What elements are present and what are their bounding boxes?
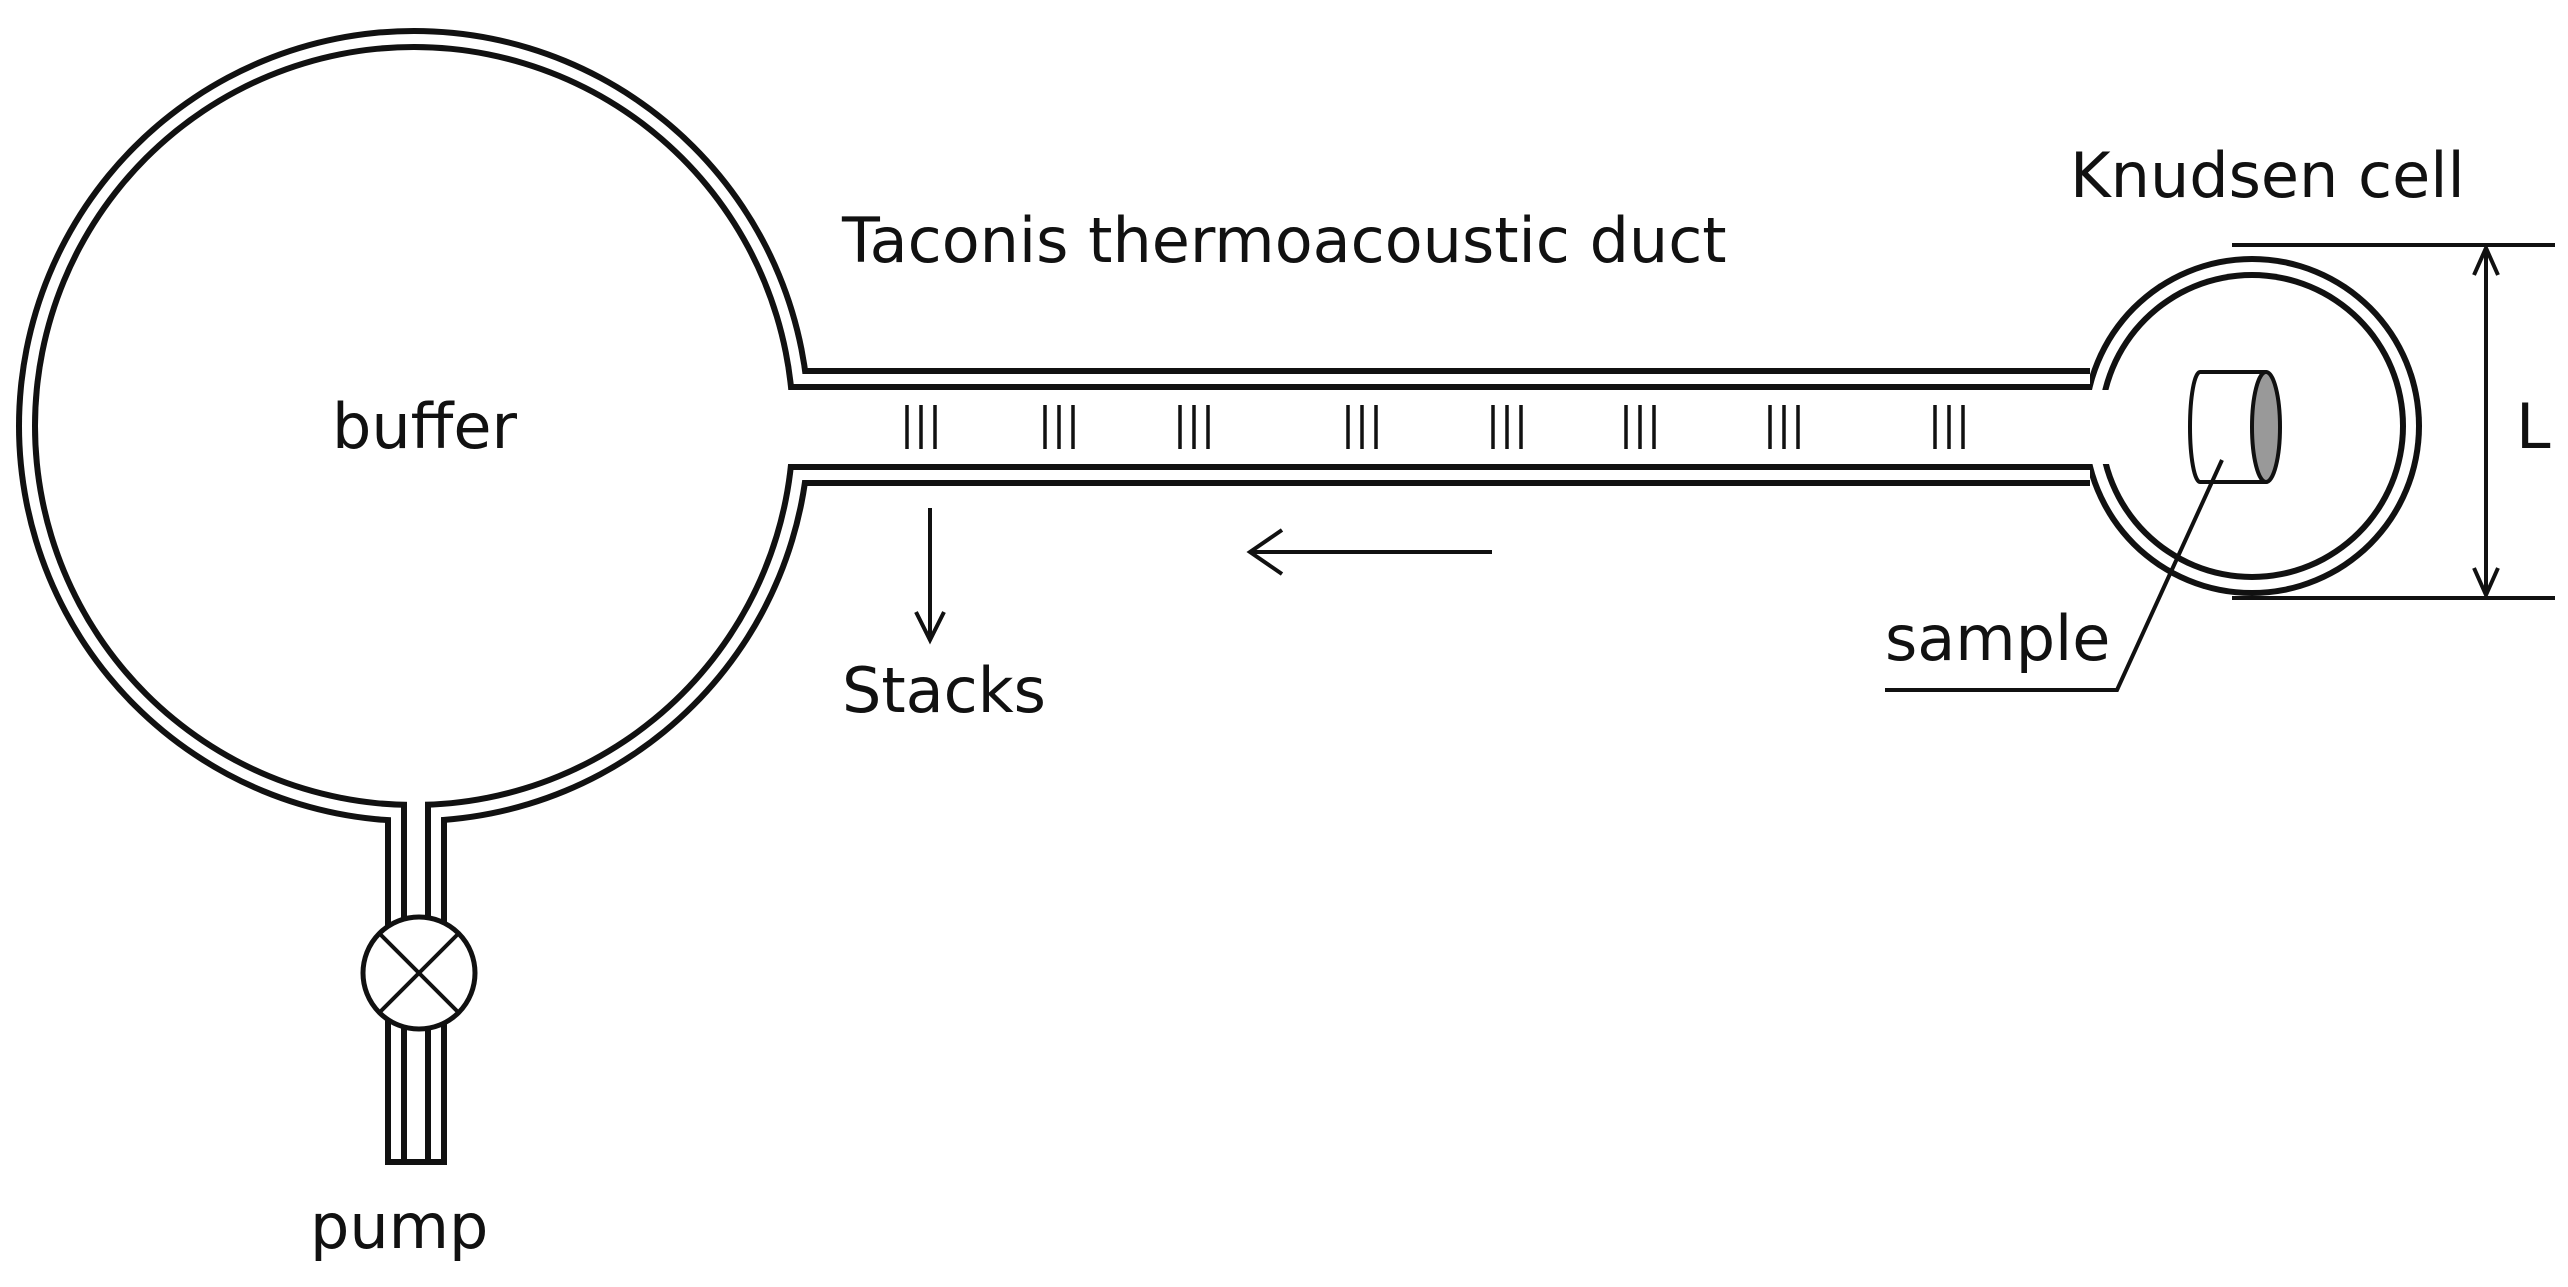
stacks-pointer-arrow-icon xyxy=(914,508,946,645)
stacks-group xyxy=(905,405,1965,449)
sample-cylinder-icon xyxy=(2188,370,2282,484)
sample-leader-line xyxy=(1885,459,2224,692)
flow-arrow-icon xyxy=(1246,528,1492,576)
knudsen-cell-label: Knudsen cell xyxy=(2070,139,2465,212)
stack-marker xyxy=(1043,405,1075,449)
stack-marker xyxy=(905,405,937,449)
stack-marker xyxy=(1346,405,1378,449)
dimension-arrow-icon xyxy=(2232,243,2555,600)
apparatus-wall xyxy=(16,28,2422,1165)
stack-marker xyxy=(1933,405,1965,449)
stack-marker xyxy=(1491,405,1523,449)
buffer-label: buffer xyxy=(332,390,518,463)
duct-label: Taconis thermoacoustic duct xyxy=(841,204,1727,277)
stack-marker xyxy=(1178,405,1210,449)
valve-icon xyxy=(360,914,478,1032)
stacks-label: Stacks xyxy=(842,654,1046,727)
pump-label: pump xyxy=(310,1190,488,1263)
stack-marker xyxy=(1624,405,1656,449)
length-label: L xyxy=(2516,390,2551,463)
sample-label: sample xyxy=(1885,602,2110,675)
stack-marker xyxy=(1768,405,1800,449)
